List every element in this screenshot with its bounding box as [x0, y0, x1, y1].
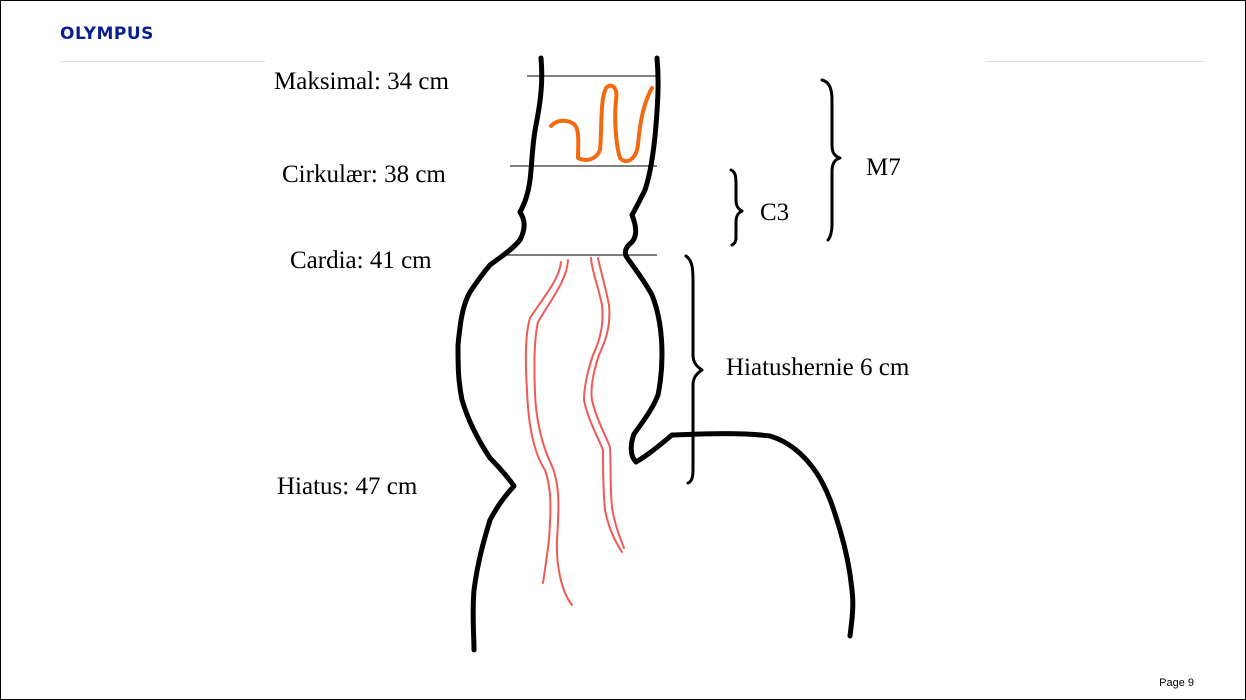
label-cirkulaer: Cirkulær: 38 cm [282, 162, 446, 187]
label-cardia: Cardia: 41 cm [290, 248, 432, 273]
label-m7: M7 [866, 155, 901, 180]
hiatushernie-brace [686, 256, 702, 483]
vessel-markings [526, 258, 624, 605]
right-wall-outline [625, 58, 672, 462]
vessel-left-b [534, 260, 572, 605]
vessel-right-b [591, 258, 624, 548]
m7-brace [822, 80, 840, 240]
stomach-outline [672, 434, 853, 636]
label-c3: C3 [760, 200, 789, 225]
tumor-marking [551, 86, 652, 161]
label-maksimal: Maksimal: 34 cm [274, 69, 449, 94]
left-wall-outline [458, 58, 542, 650]
label-hiatushernie: Hiatushernie 6 cm [726, 355, 909, 380]
vessel-right-a [584, 258, 622, 552]
label-hiatus: Hiatus: 47 cm [277, 474, 417, 499]
c3-brace [731, 170, 742, 245]
page-number: Page 9 [1159, 677, 1194, 689]
vessel-left-a [526, 262, 561, 583]
